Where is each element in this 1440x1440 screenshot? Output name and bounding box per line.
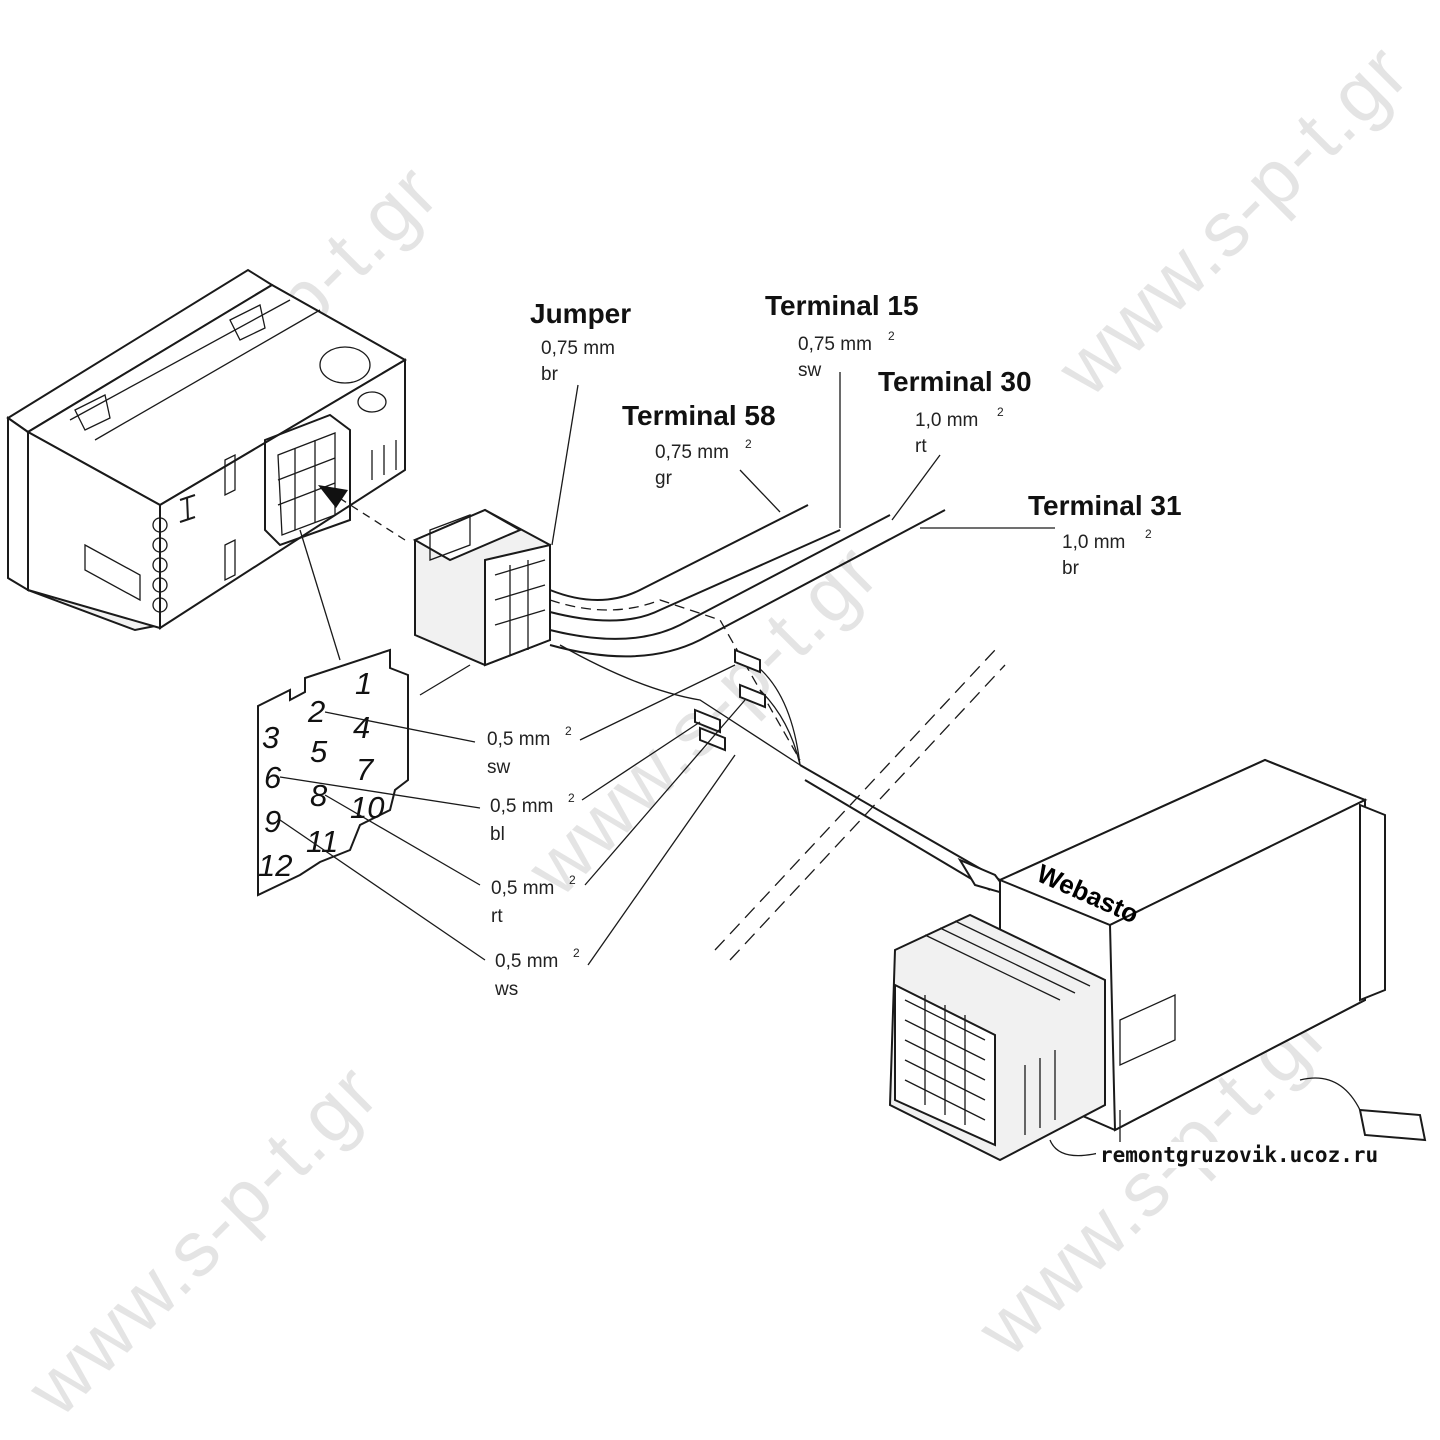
terminal-15-sup: 2: [888, 329, 895, 343]
pin-3: 3: [262, 720, 279, 755]
terminal-30-color: rt: [915, 436, 927, 457]
signal-rt-color: rt: [491, 906, 503, 927]
socket-to-pinout-leader: [299, 529, 341, 661]
pin-8: 8: [310, 778, 328, 813]
pin-5: 5: [310, 734, 328, 769]
insertion-arrow: [318, 485, 406, 541]
label-jumper: Jumper 0,75 mm br: [530, 298, 631, 546]
terminal-31-title: Terminal 31: [1028, 490, 1182, 521]
pin-1: 1: [355, 666, 372, 701]
label-signal-sw: 0,5 mm 2 sw: [324, 664, 736, 778]
terminal-30-size: 1,0 mm: [915, 410, 978, 431]
terminal-15-title: Terminal 15: [765, 290, 919, 321]
pin-9: 9: [264, 804, 281, 839]
label-terminal-58: Terminal 58 0,75 mm 2 gr: [622, 400, 781, 513]
pin-4: 4: [353, 710, 370, 745]
credit-watermark: remontgruzovik.ucoz.ru: [1096, 1142, 1430, 1168]
jumper-color: br: [541, 364, 559, 385]
signal-sw-color: sw: [487, 757, 511, 778]
signal-rt-sup: 2: [569, 873, 576, 887]
signal-bl-color: bl: [490, 824, 505, 845]
jumper-size: 0,75 mm: [541, 338, 615, 359]
label-terminal-30: Terminal 30 1,0 mm 2 rt: [878, 366, 1032, 521]
terminal-15-size: 0,75 mm: [798, 334, 872, 355]
pin-7: 7: [356, 752, 375, 787]
terminal-58-sup: 2: [745, 437, 752, 451]
control-unit: [6, 268, 407, 632]
signal-bl-size: 0,5 mm: [490, 796, 553, 817]
signal-ws-sup: 2: [573, 946, 580, 960]
plug-connector: [412, 508, 551, 667]
pin-6: 6: [264, 760, 282, 795]
terminal-58-title: Terminal 58: [622, 400, 776, 431]
signal-sw-size: 0,5 mm: [487, 729, 550, 750]
terminal-30-title: Terminal 30: [878, 366, 1032, 397]
jumper-title: Jumper: [530, 298, 631, 329]
signal-bl-sup: 2: [568, 791, 575, 805]
terminal-58-size: 0,75 mm: [655, 442, 729, 463]
signal-rt-size: 0,5 mm: [491, 878, 554, 899]
terminal-15-color: sw: [798, 360, 822, 381]
terminal-31-color: br: [1062, 558, 1080, 579]
terminal-58-color: gr: [655, 468, 673, 489]
label-terminal-15: Terminal 15 0,75 mm 2 sw: [765, 290, 919, 528]
label-terminal-31: Terminal 31 1,0 mm 2 br: [920, 490, 1182, 579]
cable-bundle: [549, 504, 1013, 961]
watermark-top-right: www.s-p-t.gr: [1039, 26, 1425, 412]
terminal-31-sup: 2: [1145, 527, 1152, 541]
pinout-diagram: 1 2 3 4 5 6 7 8 9 10 11 12: [257, 648, 409, 897]
heater-unit: Webasto: [888, 758, 1427, 1162]
watermark-bottom-left: www.s-p-t.gr: [9, 1046, 395, 1432]
label-signal-bl: 0,5 mm 2 bl: [279, 721, 701, 845]
plug-to-pinout-leader: [419, 664, 471, 696]
pin-12: 12: [258, 848, 292, 883]
signal-ws-color: ws: [494, 979, 518, 1000]
terminal-31-size: 1,0 mm: [1062, 532, 1125, 553]
signal-sw-sup: 2: [565, 724, 572, 738]
label-signal-ws: 0,5 mm 2 ws: [279, 754, 736, 1000]
credit-text: remontgruzovik.ucoz.ru: [1100, 1143, 1378, 1167]
label-signal-rt: 0,5 mm 2 rt: [324, 699, 746, 927]
terminal-30-sup: 2: [997, 405, 1004, 419]
pin-2: 2: [307, 694, 325, 729]
signal-ws-size: 0,5 mm: [495, 951, 558, 972]
